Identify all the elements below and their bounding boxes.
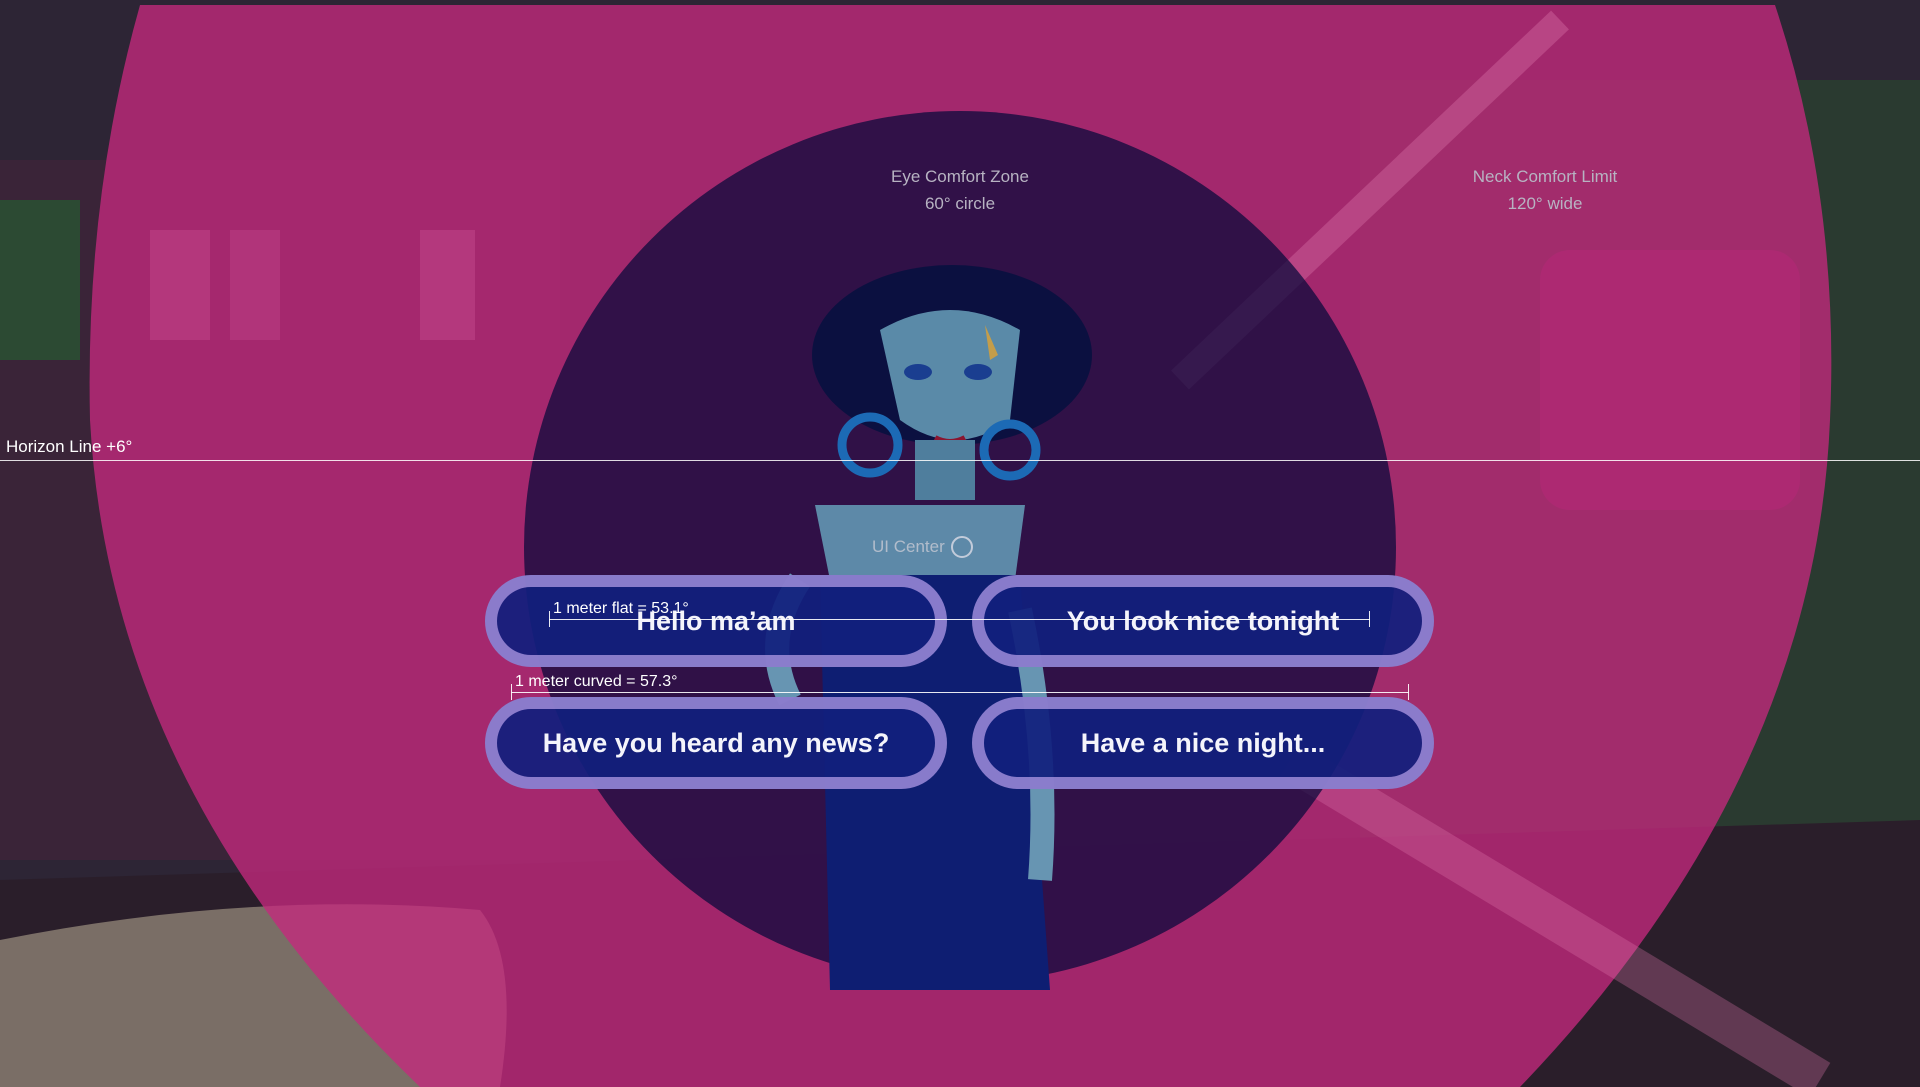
ui-center-marker: UI Center bbox=[872, 536, 973, 558]
dialogue-option-4[interactable]: Have a nice night... bbox=[972, 697, 1434, 789]
measure-curved-label: 1 meter curved = 57.3° bbox=[515, 673, 678, 690]
dialogue-option-2[interactable]: You look nice tonight bbox=[972, 575, 1434, 667]
dialogue-option-2-label: You look nice tonight bbox=[1066, 605, 1340, 636]
dialogue-option-3[interactable]: Have you heard any news? bbox=[485, 697, 947, 789]
measure-flat-label: 1 meter flat = 53.1° bbox=[553, 600, 689, 617]
dialogue-option-4-label: Have a nice night... bbox=[1080, 727, 1326, 758]
ui-center-circle-icon bbox=[950, 536, 973, 558]
dialogue-option-1-label: Hello ma’am bbox=[636, 605, 796, 636]
neck-comfort-title: Neck Comfort Limit bbox=[1472, 167, 1618, 186]
dialogue-option-3-label: Have you heard any news? bbox=[542, 727, 890, 758]
eye-comfort-subtitle: 60° circle bbox=[924, 194, 996, 213]
neck-comfort-label: Neck Comfort Limit 120° wide bbox=[1445, 163, 1645, 217]
npc-character bbox=[765, 265, 1092, 990]
eye-comfort-label: Eye Comfort Zone 60° circle bbox=[860, 163, 1060, 217]
horizon-line bbox=[0, 460, 1920, 461]
ui-center-label: UI Center bbox=[872, 537, 945, 556]
dialogue-option-1[interactable]: Hello ma’am bbox=[485, 575, 947, 667]
horizon-label: Horizon Line +6° bbox=[6, 437, 133, 456]
neck-comfort-subtitle: 120° wide bbox=[1507, 194, 1583, 213]
eye-comfort-title: Eye Comfort Zone bbox=[891, 167, 1029, 186]
measure-flat-line bbox=[549, 611, 1370, 627]
measure-curved-line bbox=[511, 684, 1409, 700]
